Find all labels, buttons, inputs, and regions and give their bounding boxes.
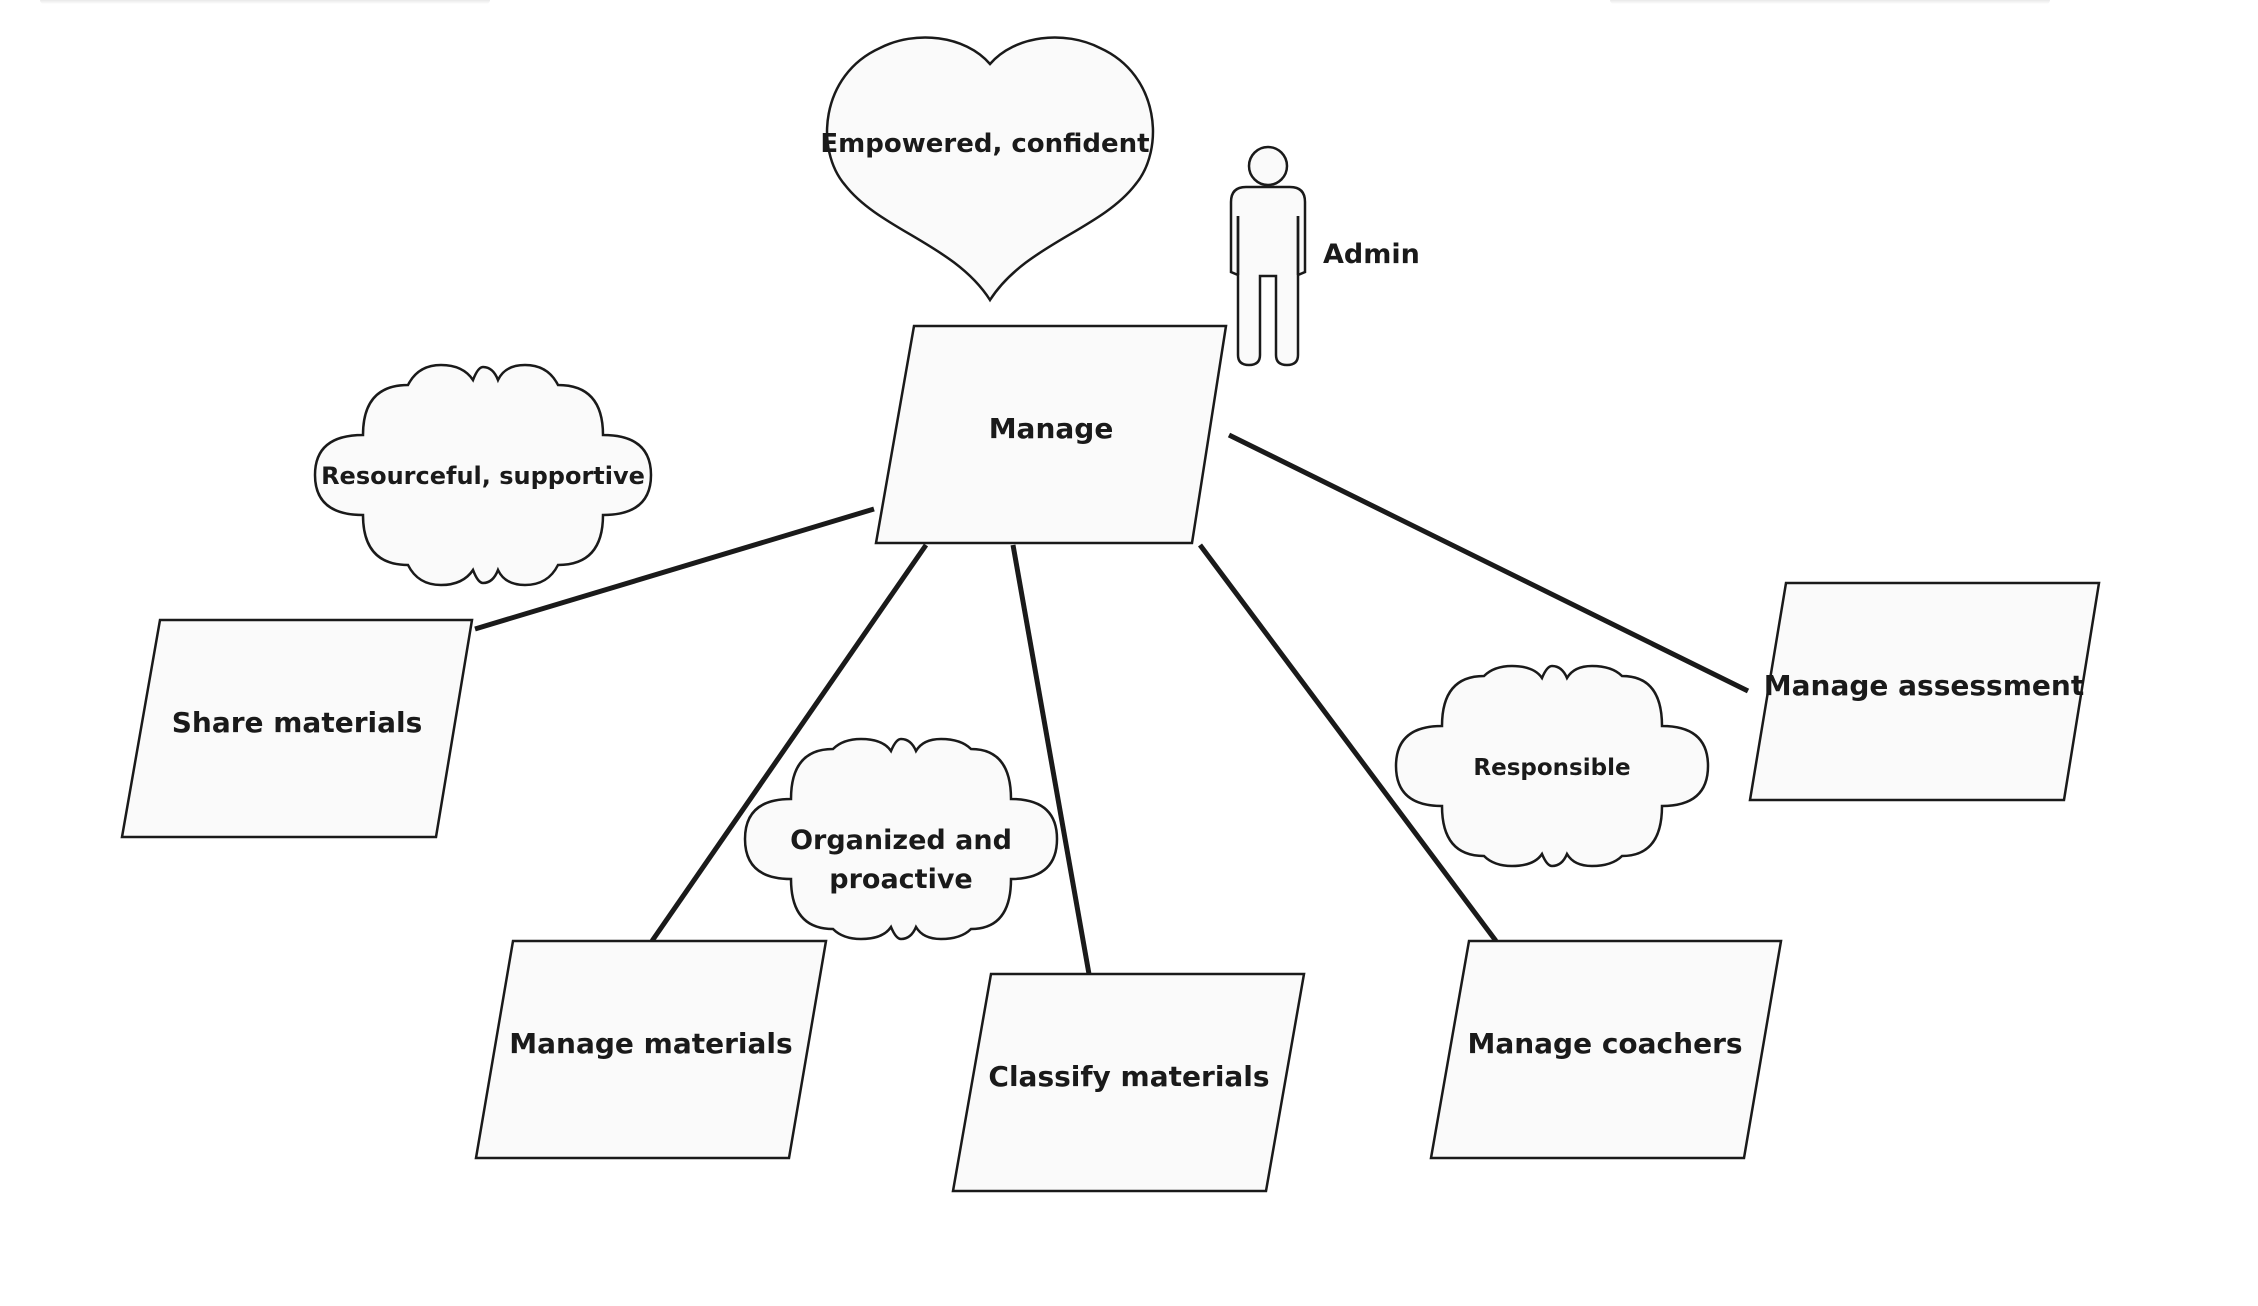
cloud-shape	[743, 737, 1059, 941]
heart-emotion[interactable]: Empowered, confident	[820, 36, 1155, 303]
process-shape	[1748, 581, 2101, 802]
process-label: Manage materials	[509, 1027, 792, 1060]
cloud-resourceful[interactable]: Resourceful, supportive	[313, 363, 653, 587]
connector-manage-assessment[interactable]	[1227, 432, 1750, 694]
process-shape	[951, 972, 1306, 1193]
connector-manage-coachers[interactable]	[1197, 543, 1499, 943]
cloud-responsible[interactable]: Responsible	[1394, 664, 1710, 868]
process-label: Share materials	[172, 706, 423, 739]
top-edge-shade-left	[40, 0, 490, 4]
connector-manage-share[interactable]	[474, 506, 875, 632]
process-share-materials[interactable]: Share materials	[120, 618, 474, 839]
cloud-label: Resourceful, supportive	[321, 462, 645, 490]
process-label: Manage coachers	[1467, 1027, 1742, 1060]
process-label: Manage assessment	[1764, 669, 2084, 702]
process-manage-assessment[interactable]: Manage assessment	[1748, 581, 2101, 802]
connector-manage-classify[interactable]	[1010, 544, 1092, 975]
cloud-shape	[313, 363, 653, 587]
process-shape	[874, 324, 1228, 545]
connectors	[474, 432, 1750, 975]
central-process-manage[interactable]: Manage	[874, 324, 1228, 545]
cloud-label-line-2: proactive	[829, 864, 973, 895]
admin-actor[interactable]: Admin	[1229, 145, 1420, 367]
process-shape	[120, 618, 474, 839]
heart-label: Empowered, confident	[820, 129, 1149, 159]
cloud-label: Responsible	[1473, 755, 1630, 781]
process-label: Classify materials	[988, 1060, 1269, 1093]
connector-manage-manage-materials[interactable]	[649, 543, 929, 943]
process-manage-coachers[interactable]: Manage coachers	[1429, 939, 1783, 1160]
process-classify-materials[interactable]: Classify materials	[951, 972, 1306, 1193]
cloud-shape	[1394, 664, 1710, 868]
cloud-label-line-1: Organized and	[790, 825, 1012, 856]
process-shape	[1429, 939, 1783, 1160]
top-edge-shade-right	[1610, 0, 2050, 4]
process-shape	[474, 939, 828, 1160]
heart-shape	[825, 36, 1155, 303]
cloud-organized[interactable]: Organized and proactive	[743, 737, 1059, 941]
actor-label: Admin	[1323, 239, 1420, 270]
actor-icon	[1229, 145, 1307, 367]
central-process-label: Manage	[989, 412, 1114, 445]
process-manage-materials[interactable]: Manage materials	[474, 939, 828, 1160]
